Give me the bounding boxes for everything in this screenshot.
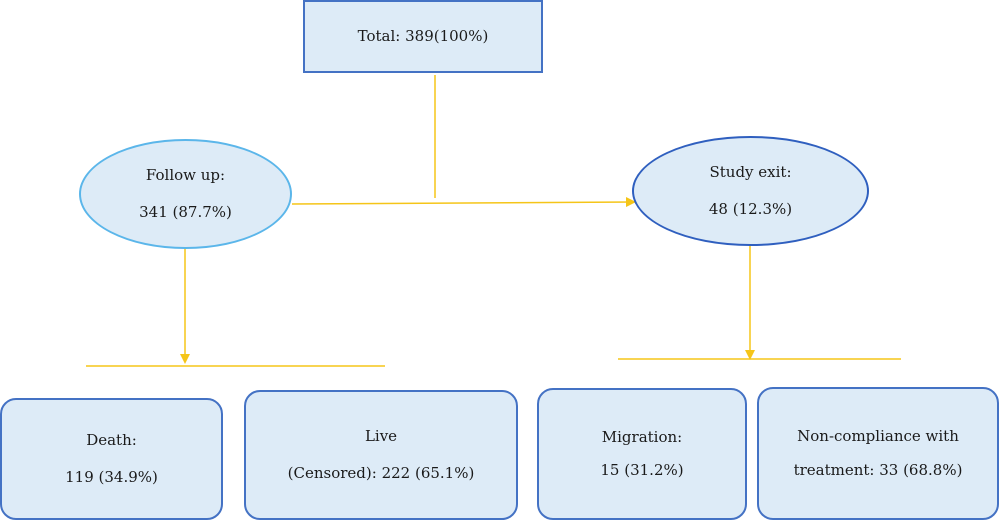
death-count: 119 (34.9%)	[65, 468, 158, 486]
follow-up-title: Follow up:	[145, 165, 226, 184]
death-title: Death:	[86, 430, 137, 449]
follow-up-count: 341 (87.7%)	[139, 203, 232, 221]
noncompliance-count: treatment: 33 (68.8%)	[793, 460, 963, 479]
total-label: Total: 389(100%)	[357, 26, 489, 45]
migration-title: Migration:	[601, 427, 683, 446]
live-count: (Censored): 222 (65.1%)	[287, 464, 475, 482]
noncompliance-box: Non-compliance with treatment: 33 (68.8%…	[757, 387, 999, 520]
study-exit-title: Study exit:	[709, 162, 792, 181]
total-box: Total: 389(100%)	[303, 0, 543, 73]
live-box: Live (Censored): 222 (65.1%)	[244, 390, 518, 520]
migration-box: Migration: 15 (31.2%)	[537, 388, 747, 520]
death-box: Death: 119 (34.9%)	[0, 398, 223, 520]
live-title: Live	[364, 426, 398, 445]
noncompliance-title: Non-compliance with	[797, 427, 959, 446]
follow-up-ellipse: Follow up: 341 (87.7%)	[79, 139, 292, 249]
connector-followup-to-exit-arrow	[291, 197, 636, 208]
migration-count: 15 (31.2%)	[600, 461, 684, 479]
study-exit-count: 48 (12.3%)	[708, 200, 793, 218]
study-exit-ellipse: Study exit: 48 (12.3%)	[632, 136, 869, 246]
